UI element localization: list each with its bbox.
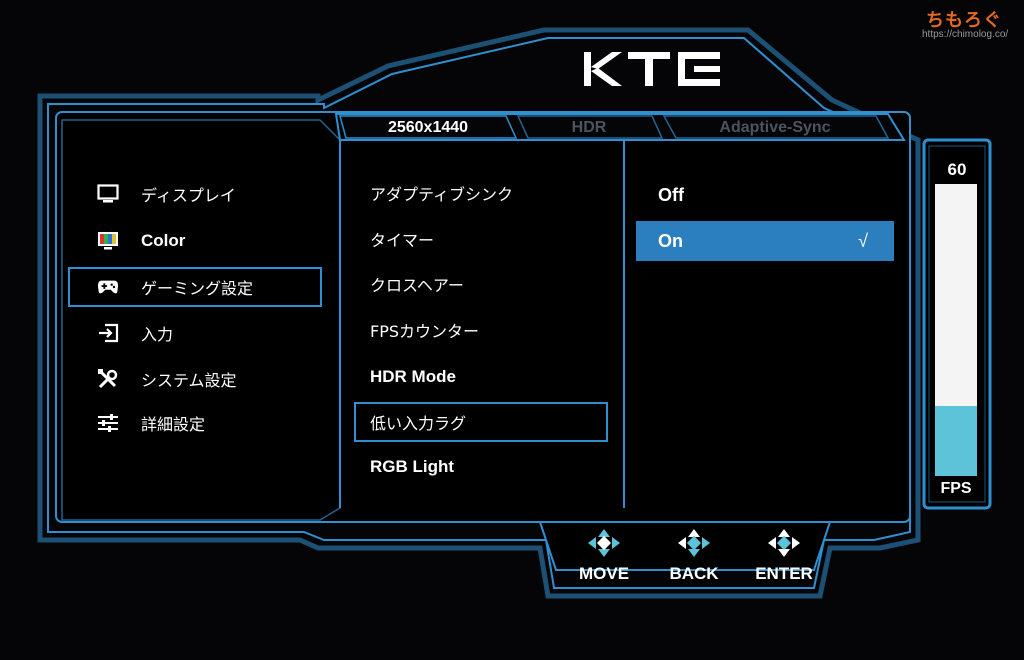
- option-label: Off: [658, 184, 684, 205]
- submenu-item-label: 低い入力ラグ: [370, 414, 467, 433]
- dpad-icon: [678, 529, 710, 557]
- submenu-item-label: クロスヘアー: [370, 276, 464, 295]
- sidebar-item-system[interactable]: システム設定: [70, 361, 320, 397]
- back-label: BACK: [669, 564, 719, 583]
- input-icon: [97, 322, 119, 344]
- fps-meter-track: [935, 184, 977, 476]
- submenu-item-label: RGB Light: [370, 457, 455, 476]
- submenu-item-hdr-mode[interactable]: HDR Mode: [356, 359, 606, 395]
- monitor-icon: [97, 183, 119, 205]
- sidebar-item-display[interactable]: ディスプレイ: [70, 176, 320, 212]
- fps-value: 60: [947, 160, 967, 179]
- fps-label: FPS: [940, 480, 972, 497]
- tab-hdr[interactable]: HDR: [571, 119, 607, 136]
- submenu-item-rgb-light[interactable]: RGB Light: [356, 449, 606, 485]
- submenu-item-label: タイマー: [370, 231, 435, 250]
- tab-resolution[interactable]: 2560x1440: [387, 119, 469, 136]
- watermark-url: https://chimolog.co/: [922, 29, 1009, 40]
- submenu-item-low-input-lag[interactable]: 低い入力ラグ: [354, 402, 608, 442]
- sidebar-item-gaming[interactable]: ゲーミング設定: [68, 267, 322, 307]
- fps-meter-fill: [935, 405, 977, 476]
- option-on[interactable]: On √: [636, 221, 894, 261]
- tools-icon: [97, 368, 119, 390]
- ktc-logo: [584, 52, 720, 86]
- enter-button[interactable]: ENTER: [739, 528, 829, 592]
- dpad-icon: [588, 529, 620, 557]
- watermark-title: ちもろぐ: [926, 10, 1002, 31]
- checkmark-icon: √: [858, 230, 868, 251]
- sidebar-item-color[interactable]: Color: [70, 223, 320, 259]
- sidebar-item-label: Color: [141, 231, 186, 250]
- sidebar-item-label: システム設定: [141, 371, 237, 390]
- sidebar-item-label: 入力: [141, 325, 174, 344]
- submenu-item-timer[interactable]: タイマー: [356, 221, 606, 257]
- option-off[interactable]: Off: [636, 175, 894, 215]
- gamepad-icon: [97, 276, 119, 298]
- option-label: On: [658, 230, 683, 251]
- dpad-icon: [768, 529, 800, 557]
- submenu-item-adaptive-sync[interactable]: アダプティブシンク: [356, 175, 606, 211]
- submenu-item-fps-counter[interactable]: FPSカウンター: [356, 312, 606, 348]
- sidebar-item-label: ディスプレイ: [141, 186, 236, 205]
- submenu-item-label: FPSカウンター: [370, 322, 480, 341]
- enter-label: ENTER: [755, 564, 813, 583]
- back-button[interactable]: BACK: [649, 528, 739, 592]
- sidebar-item-label: ゲーミング設定: [141, 279, 254, 298]
- move-label: MOVE: [578, 564, 630, 583]
- sliders-icon: [97, 412, 119, 434]
- move-button[interactable]: MOVE: [559, 528, 649, 592]
- submenu-item-label: アダプティブシンク: [370, 185, 514, 204]
- submenu-item-label: HDR Mode: [370, 367, 456, 386]
- sidebar-item-input[interactable]: 入力: [70, 315, 320, 351]
- sidebar-item-label: 詳細設定: [141, 415, 206, 434]
- sidebar-item-advanced[interactable]: 詳細設定: [70, 405, 320, 441]
- submenu-item-crosshair[interactable]: クロスヘアー: [356, 266, 606, 302]
- color-bars-icon: [97, 230, 119, 252]
- tab-adaptive-sync[interactable]: Adaptive-Sync: [719, 119, 831, 136]
